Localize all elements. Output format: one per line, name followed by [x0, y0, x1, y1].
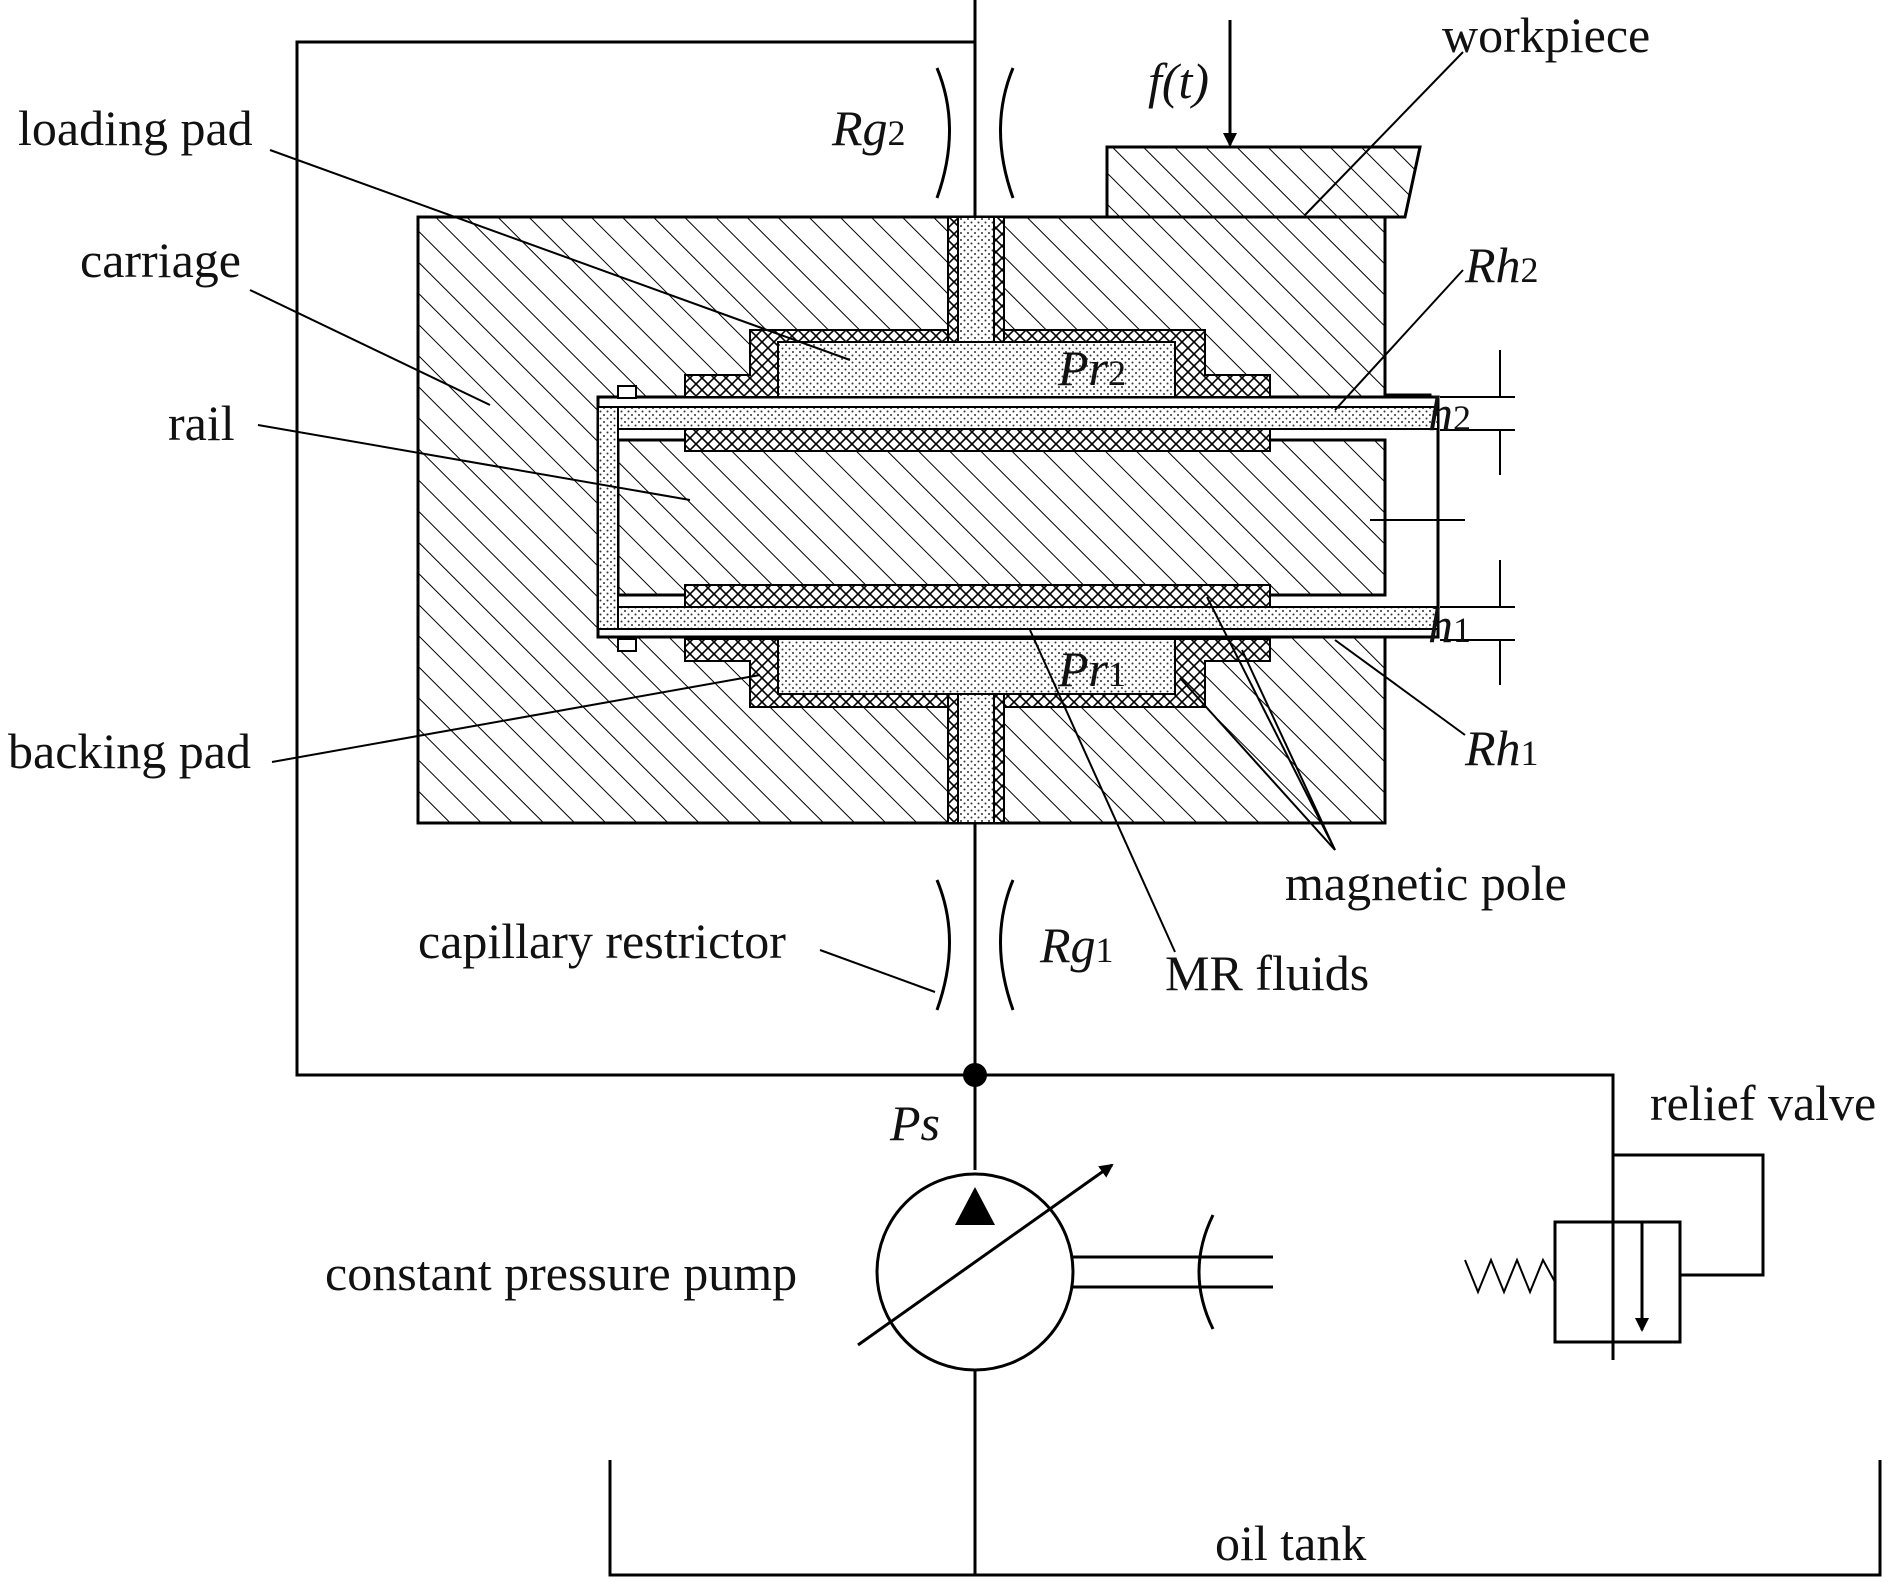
restrictor-rg2	[935, 0, 1015, 217]
symbol-force: f(t)	[1148, 53, 1209, 109]
loading-pad	[684, 329, 1271, 452]
label-constant-pressure-pump: constant pressure pump	[325, 1245, 797, 1301]
label-oil-tank: oil tank	[1215, 1515, 1366, 1571]
symbol-rh1: Rh1	[1464, 720, 1539, 776]
label-relief-valve: relief valve	[1650, 1075, 1876, 1131]
label-magnetic-pole: magnetic pole	[1285, 855, 1567, 911]
restrictor-rg1	[935, 823, 1015, 1075]
leader-lines	[249, 51, 1466, 993]
symbol-ps: Ps	[889, 1095, 940, 1151]
constant-pressure-pump-symbol	[857, 1163, 1273, 1575]
rail	[596, 385, 1440, 652]
label-carriage: carriage	[80, 232, 241, 288]
label-backing-pad: backing pad	[8, 723, 251, 779]
label-rail: rail	[168, 395, 235, 451]
symbol-h2: h2	[1428, 385, 1471, 441]
symbol-rh2: Rh2	[1464, 237, 1539, 293]
gap-marker-h1	[1440, 560, 1515, 685]
workpiece-block	[1105, 145, 1422, 219]
symbol-pr2: Pr2	[1057, 340, 1126, 396]
symbol-pr1: Pr1	[1057, 641, 1126, 697]
gap-marker-h2	[1440, 350, 1515, 475]
label-capillary-restrictor: capillary restrictor	[418, 913, 786, 969]
label-loading-pad: loading pad	[18, 100, 253, 156]
supply-channels	[947, 216, 1005, 824]
label-workpiece: workpiece	[1442, 7, 1650, 63]
oil-tank	[608, 1460, 1882, 1577]
relief-valve-symbol	[1464, 1075, 1765, 1344]
backing-pad	[684, 584, 1271, 708]
label-mr-fluids: MR fluids	[1165, 945, 1369, 1001]
symbol-h1: h1	[1428, 597, 1471, 653]
symbol-rg1: Rg1	[1039, 917, 1114, 973]
symbol-rg2: Rg2	[831, 100, 906, 156]
